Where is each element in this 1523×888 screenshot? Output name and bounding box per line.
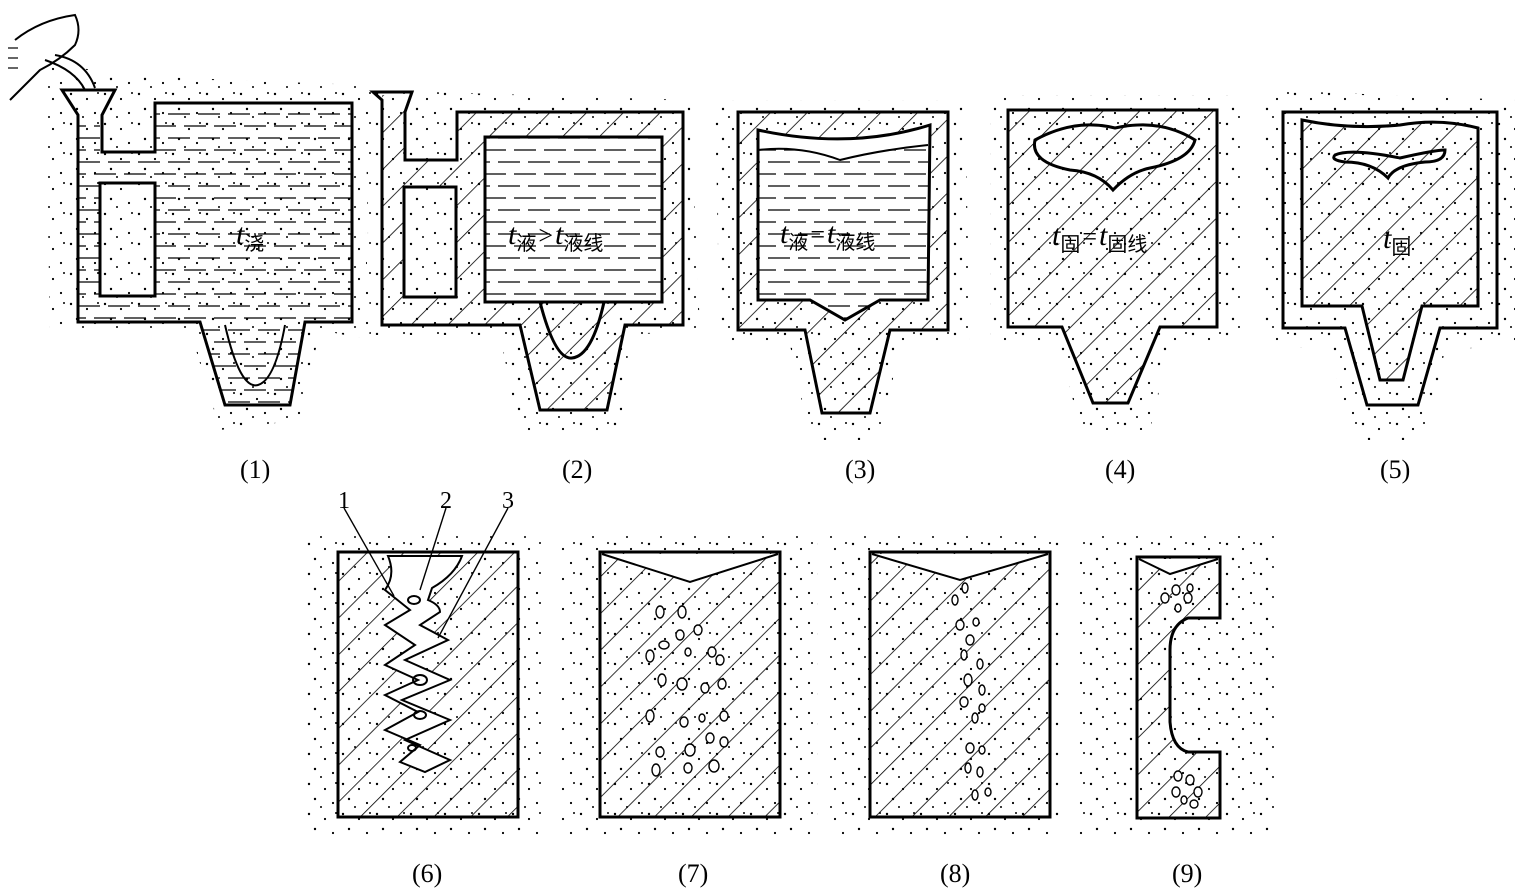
panel-1-pouring: t浇 [8,15,370,430]
label-op: > [538,221,553,250]
panel-3-liquidus: t液=t液线 [715,100,970,440]
panel-4-solidus: t固=t固线 [990,95,1240,430]
panel-7-porosity [560,535,818,835]
caption-6: (6) [412,859,442,888]
label-sub2: 液线 [563,231,603,255]
label-sub1: 液 [516,231,536,255]
panel-5-solid: t固 [1265,90,1515,440]
label-op: = [1082,222,1097,251]
label-sub: 固 [1391,235,1411,259]
caption-1: (1) [240,455,270,484]
caption-2: (2) [562,455,592,484]
caption-7: (7) [678,859,708,888]
caption-9: (9) [1172,859,1202,888]
label-sub2: 固线 [1107,232,1147,256]
callout-2: 2 [440,488,452,514]
caption-4: (4) [1105,455,1135,484]
callout-1: 1 [338,488,350,514]
label-sub2: 液线 [835,230,875,254]
panel-6-shrinkage-cavity: 1 2 3 [305,488,545,835]
caption-3: (3) [845,455,875,484]
panel-2-cooling: t液>t液线 [365,90,700,435]
label-sub1: 液 [788,230,808,254]
callout-3: 3 [502,488,514,514]
panel-8-centerline-porosity [830,535,1060,835]
caption-8: (8) [940,859,970,888]
label-sub: 浇 [244,231,264,255]
panel-9-flanged-porosity [1075,535,1275,835]
label-sub1: 固 [1060,232,1080,256]
label-op: = [810,220,825,249]
caption-5: (5) [1380,455,1410,484]
